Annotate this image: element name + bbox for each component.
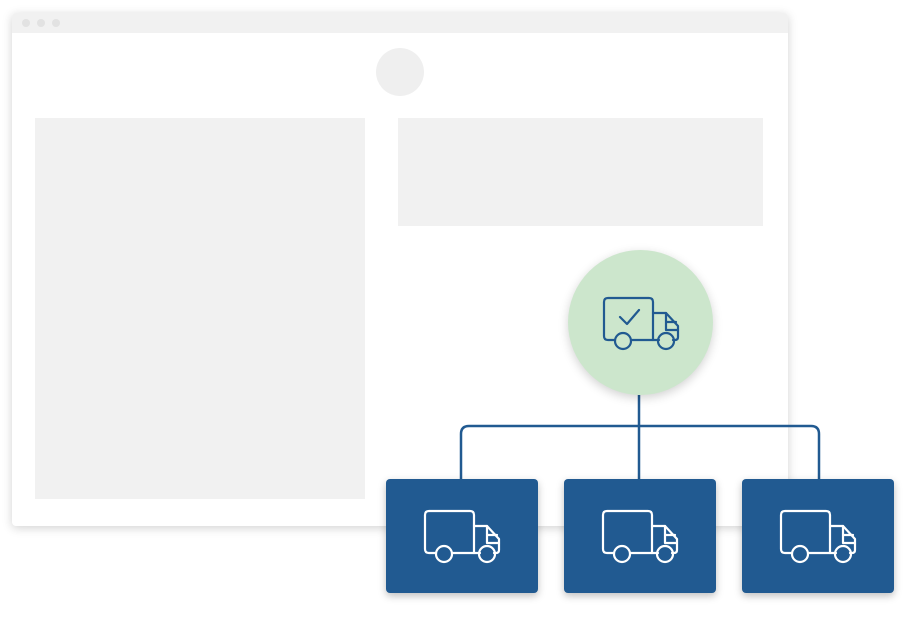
truck-icon (779, 509, 857, 564)
delivery-hub-node (568, 250, 713, 395)
truck-icon (601, 509, 679, 564)
content-panel-left (35, 118, 365, 499)
delivery-branch-node (386, 479, 538, 593)
window-titlebar (12, 13, 788, 33)
delivery-branch-node (564, 479, 716, 593)
window-control-dot[interactable] (22, 19, 30, 27)
window-control-dot[interactable] (37, 19, 45, 27)
avatar-placeholder (376, 48, 424, 96)
delivery-branch-node (742, 479, 894, 593)
window-control-dot[interactable] (52, 19, 60, 27)
content-panel-right (398, 118, 763, 226)
truck-icon (423, 509, 501, 564)
truck-check-icon (602, 296, 679, 350)
